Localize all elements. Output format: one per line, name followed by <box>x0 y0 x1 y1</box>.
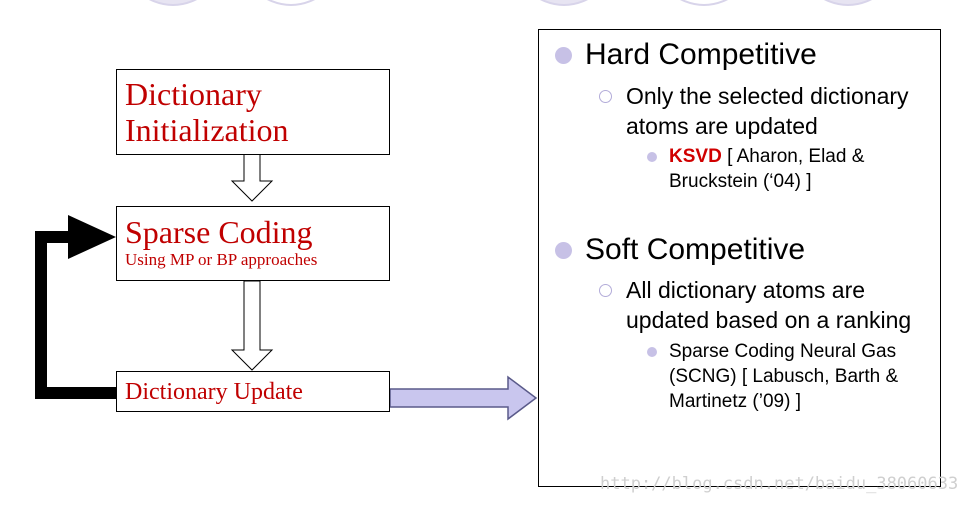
dictionary-update-label: Dictionary Update <box>125 379 303 405</box>
competitive-methods-panel: Hard Competitive Only the selected dicti… <box>538 29 941 487</box>
hard-desc-line2: atoms are updated <box>626 113 818 139</box>
init-label-line1: Dictionary <box>125 76 262 112</box>
level1-bullet-icon <box>555 47 572 64</box>
sparse-coding-subtitle: Using MP or BP approaches <box>125 250 318 269</box>
init-label-line2: Initialization <box>125 112 289 148</box>
dictionary-update-box: Dictionary Update <box>116 371 390 412</box>
level3-bullet-icon <box>647 347 657 357</box>
level1-bullet-icon <box>555 242 572 259</box>
hard-competitive-title: Hard Competitive <box>585 38 817 71</box>
level2-bullet-icon <box>599 90 612 103</box>
down-arrow-init-to-sparse <box>230 153 274 202</box>
dictionary-initialization-box: Dictionary Initialization <box>116 69 390 155</box>
level2-bullet-icon <box>599 284 612 297</box>
feedback-loop-arrowhead <box>68 215 116 259</box>
ksvd-highlight: KSVD <box>669 146 722 167</box>
soft-desc-line2: updated based on a ranking <box>626 307 912 333</box>
hard-reference-line1: KSVD [ Aharon, Elad & <box>669 145 864 169</box>
down-arrow-sparse-to-update <box>230 280 274 371</box>
source-watermark: http://blog.csdn.net/baidu_38060633 <box>600 474 959 494</box>
soft-competitive-title: Soft Competitive <box>585 233 806 266</box>
soft-reference-line2: (SCNG) [ Labusch, Barth & <box>669 366 899 387</box>
feedback-loop-arrow <box>35 231 116 399</box>
soft-reference-line1: Sparse Coding Neural Gas <box>669 341 897 362</box>
hard-desc-line1: Only the selected dictionary <box>626 83 909 109</box>
sparse-coding-title: Sparse Coding <box>125 214 313 250</box>
hard-ref-authors: [ Aharon, Elad & <box>721 146 865 167</box>
sparse-coding-box: Sparse Coding Using MP or BP approaches <box>116 206 390 281</box>
soft-desc-line1: All dictionary atoms are <box>626 277 866 303</box>
update-to-panel-arrow <box>389 375 538 421</box>
level3-bullet-icon <box>647 152 657 162</box>
soft-reference-line3: Martinetz (’09) ] <box>669 391 801 412</box>
hard-reference-line2: Bruckstein (‘04) ] <box>669 171 812 192</box>
